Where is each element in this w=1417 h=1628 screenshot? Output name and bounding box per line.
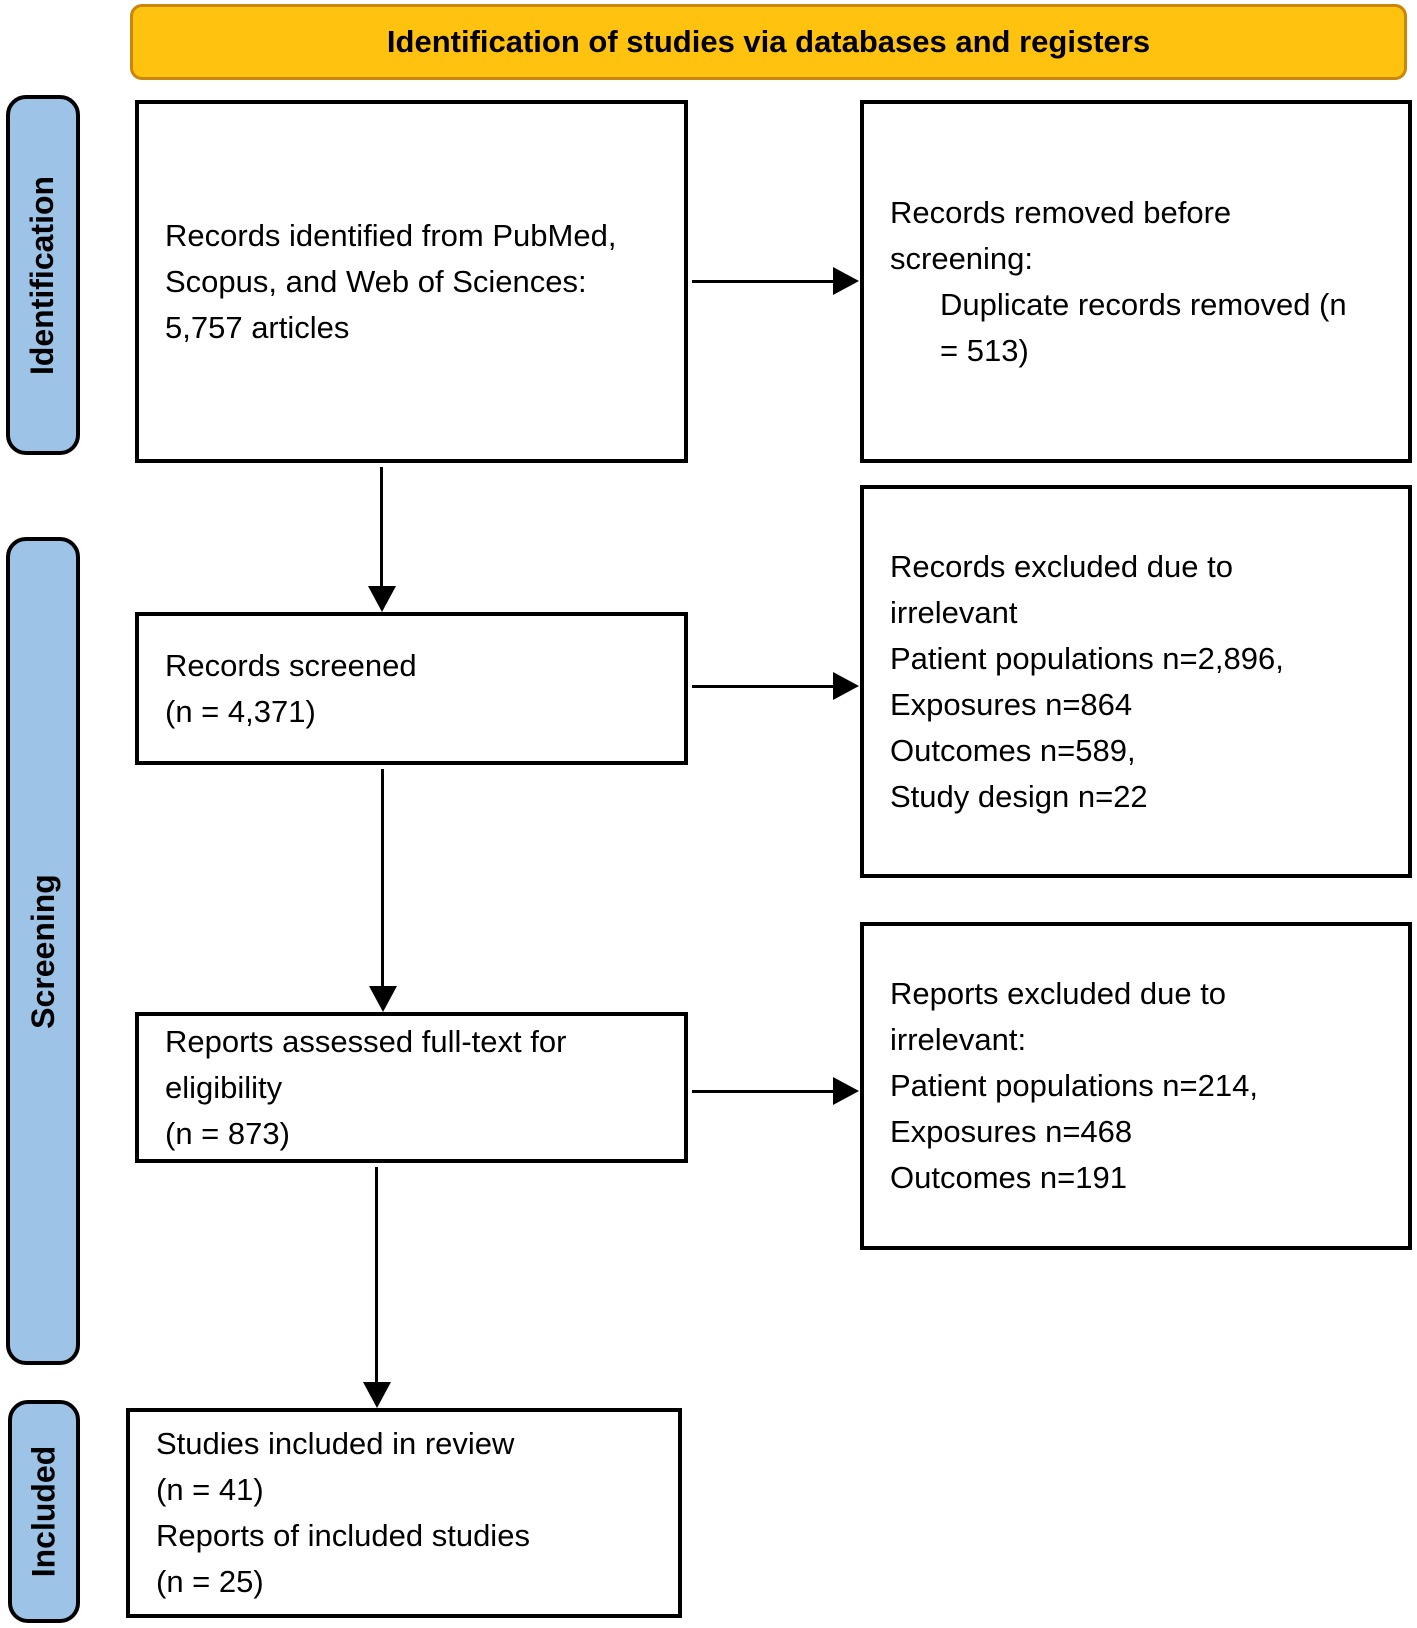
stage-identification-label: Identification [24, 175, 61, 375]
text-line: Studies included in review [156, 1426, 515, 1461]
text-line: (n = 4,371) [165, 693, 316, 729]
box-reports-excluded: Reports excluded due to irrelevant: Patien… [860, 922, 1412, 1250]
text-line: Patient populations n=2,896, [890, 640, 1284, 676]
text-line: irrelevant [890, 594, 1018, 630]
arrowhead-right-icon [833, 672, 859, 700]
arrow-shaft [381, 769, 384, 990]
text-line: (n = 41) [156, 1472, 264, 1507]
stage-included-label: Included [25, 1445, 62, 1578]
text-line: Duplicate records removed (n [940, 286, 1347, 322]
arrow-shaft [380, 467, 383, 590]
text-line: Records screened [165, 647, 417, 683]
stage-screening-label: Screening [24, 873, 61, 1029]
text-line: Study design n=22 [890, 778, 1148, 814]
box-studies-included: Studies included in review (n = 41) Report… [126, 1408, 682, 1618]
arrow-shaft [692, 1090, 836, 1093]
text-line: Reports assessed full-text for [165, 1023, 567, 1059]
text-line: = 513) [940, 332, 1029, 368]
box-reports-assessed: Reports assessed full-text for eligibilit… [135, 1012, 688, 1163]
text-line: (n = 873) [165, 1115, 290, 1151]
text-line: (n = 25) [156, 1564, 264, 1599]
arrowhead-down-icon [368, 586, 396, 612]
banner: Identification of studies via databases … [130, 4, 1407, 80]
text-line: Scopus, and Web of Sciences: [165, 263, 587, 299]
box-records-removed-before-screening: Records removed before screening: Duplicat… [860, 100, 1412, 463]
stage-screening: Screening [6, 537, 80, 1365]
text-line: Outcomes n=191 [890, 1160, 1127, 1195]
text-line: Records excluded due to [890, 548, 1233, 584]
stage-identification: Identification [6, 95, 80, 455]
text-line: Outcomes n=589, [890, 732, 1136, 768]
arrowhead-right-icon [833, 1077, 859, 1105]
text-line: Exposures n=468 [890, 1114, 1133, 1149]
box-records-identified: Records identified from PubMed, Scopus, a… [135, 100, 688, 463]
text-line: Reports excluded due to [890, 976, 1227, 1011]
text-line: Exposures n=864 [890, 686, 1133, 722]
text-line: Patient populations n=214, [890, 1068, 1258, 1103]
arrowhead-right-icon [833, 267, 859, 295]
text-line: screening: [890, 240, 1034, 276]
arrow-shaft [692, 280, 836, 283]
text-line: irrelevant: [890, 1022, 1027, 1057]
arrowhead-down-icon [369, 986, 397, 1012]
banner-label: Identification of studies via databases … [386, 24, 1151, 59]
text-line: Records identified from PubMed, [165, 217, 617, 253]
text-line: eligibility [165, 1069, 283, 1105]
arrowhead-down-icon [363, 1382, 391, 1408]
text-line: Records removed before [890, 194, 1232, 230]
text-line: Reports of included studies [156, 1518, 530, 1553]
arrow-shaft [692, 685, 836, 688]
text-line: 5,757 articles [165, 309, 350, 345]
stage-included: Included [8, 1400, 80, 1623]
box-records-screened: Records screened (n = 4,371) [135, 612, 688, 765]
arrow-shaft [375, 1167, 378, 1386]
